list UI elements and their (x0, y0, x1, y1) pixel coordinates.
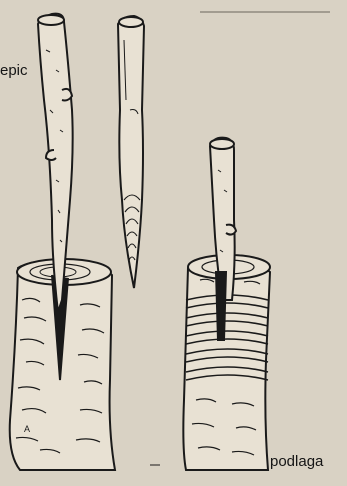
scion-label: epic (0, 62, 28, 79)
scion-middle (118, 16, 144, 288)
svg-text:A: A (24, 424, 30, 434)
rootstock-label: podlaga (270, 453, 323, 470)
